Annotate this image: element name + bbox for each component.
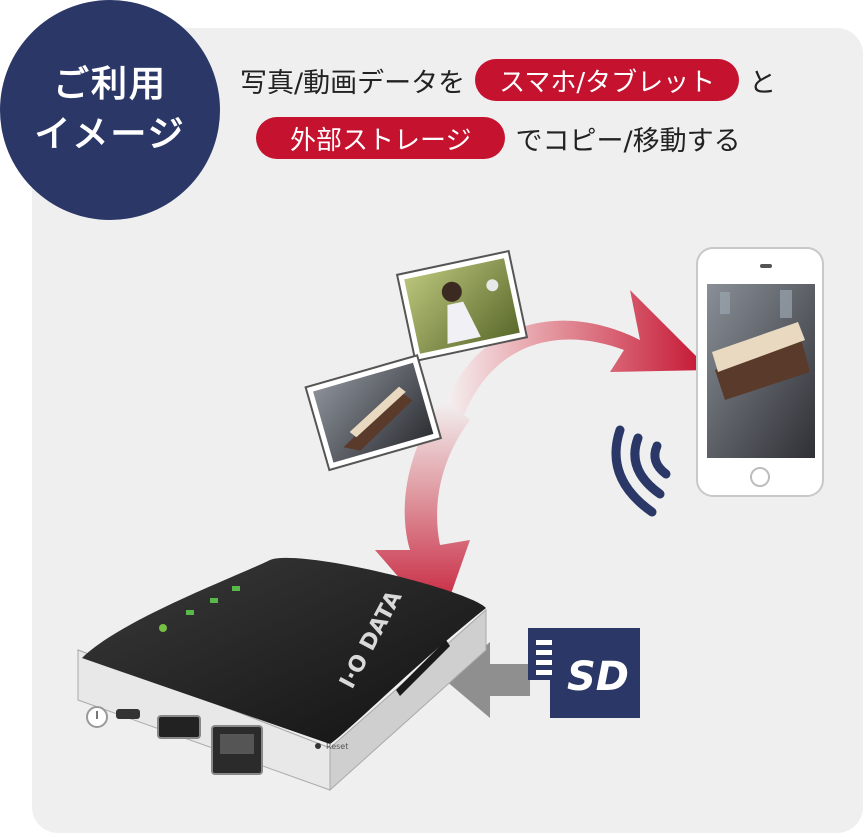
battery-led [232, 586, 240, 591]
headline-ending: でコピー/移動する [515, 125, 741, 157]
sd-card-label: SD [567, 654, 629, 700]
badge-line-1: ご利用 [52, 64, 167, 105]
headline-text: 写真/動画データを [240, 67, 466, 99]
badge-line-2: イメージ [34, 114, 186, 155]
phone-speaker [760, 264, 772, 268]
reset-button [315, 743, 321, 749]
sd-card: SD [528, 628, 640, 718]
usb-port [157, 715, 201, 739]
sd-slot [396, 640, 450, 696]
smartphone [696, 247, 824, 497]
transfer-arrow-to-phone [440, 290, 710, 425]
phone-home-button [750, 467, 770, 487]
external-storage-pill: 外部ストレージ [256, 117, 506, 159]
usage-image-badge: ご利用 イメージ [0, 0, 220, 220]
status-led [210, 598, 218, 603]
transfer-arrow-to-device [375, 398, 470, 625]
reset-label: Reset [326, 742, 348, 751]
headline-line-1: 写真/動画データを スマホ/タブレット と [240, 58, 776, 102]
photo-girl [395, 249, 529, 363]
micro-usb-port [116, 709, 140, 719]
headline-line-2: 外部ストレージ でコピー/移動する [256, 116, 741, 160]
wifi-led [186, 610, 194, 615]
power-led [159, 624, 167, 632]
smartphone-tablet-pill: スマホ/タブレット [475, 59, 740, 101]
headline-connector: と [749, 67, 777, 99]
wifi-storage-device: I·O DATA Reset [77, 557, 487, 792]
photo-cake [304, 354, 443, 472]
insert-arrow [445, 642, 530, 718]
wifi-icon [611, 425, 671, 517]
